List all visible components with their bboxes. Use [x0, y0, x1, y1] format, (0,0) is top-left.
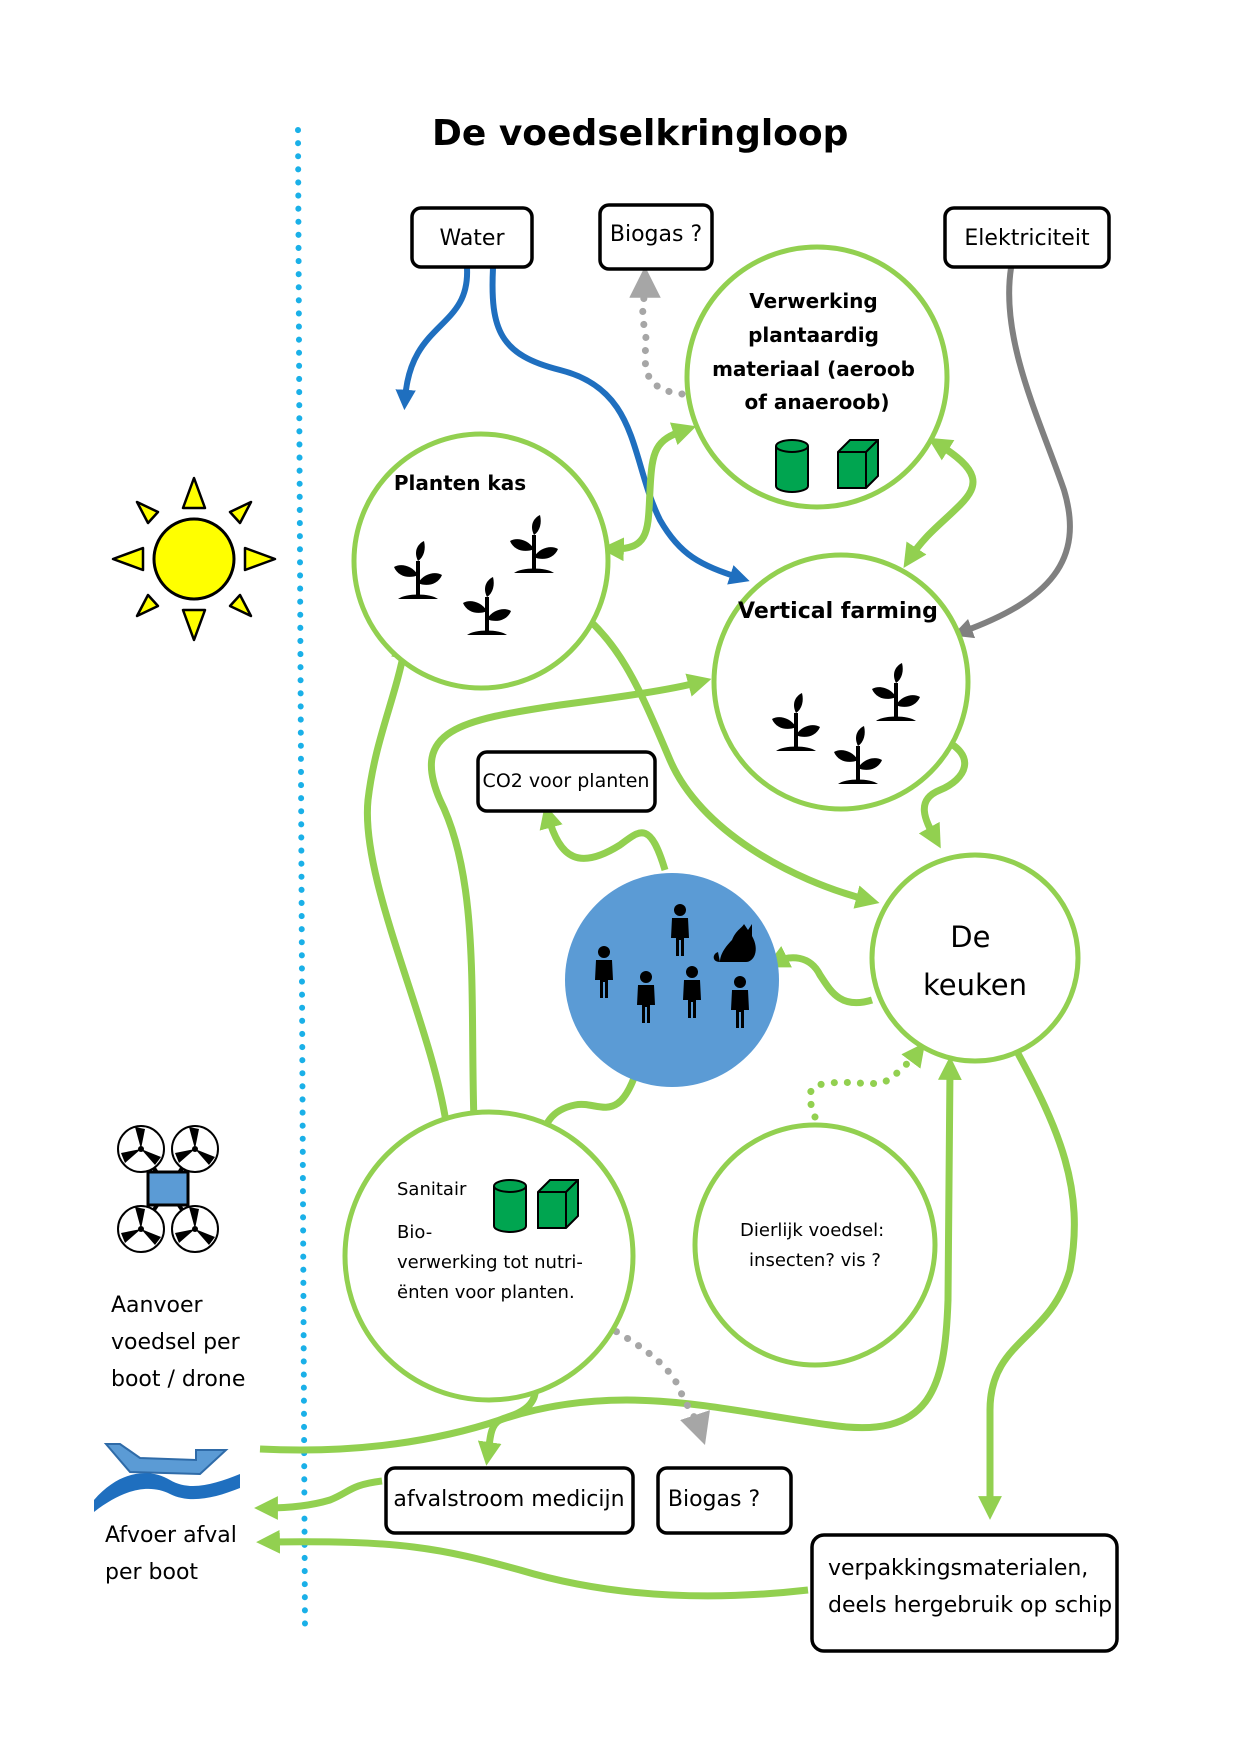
water-box: Water	[410, 206, 534, 269]
people-node	[565, 873, 779, 1087]
sanitair-description: Bio- verwerking tot nutri- ënten voor pl…	[397, 1222, 589, 1303]
co2-label: CO2 voor planten	[483, 770, 650, 792]
elektriciteit-box: Elektriciteit	[943, 206, 1111, 269]
arrow-verwerking-vertical	[903, 437, 977, 568]
afvalstroom-medicijn-label: afvalstroom medicijn	[393, 1487, 624, 1512]
planten-kas-node: Planten kas	[351, 431, 611, 691]
arrow-kas-verwerking	[600, 422, 697, 562]
sun-icon	[111, 476, 277, 642]
verpakking-label: verpakkingsmaterialen, deels hergebruik …	[828, 1556, 1112, 1618]
sanitair-title: Sanitair	[397, 1179, 467, 1200]
arrow-sanitair-to-biogas	[601, 1321, 710, 1445]
afvalstroom-medicijn-box: afvalstroom medicijn	[384, 1466, 635, 1535]
arrow-people-to-co2	[539, 804, 669, 872]
aanvoer-label: Aanvoer voedsel per boot / drone	[111, 1293, 247, 1392]
arrow-supply-to-keuken	[259, 1056, 962, 1454]
biogas-top-label: Biogas ?	[610, 222, 702, 247]
planten-kas-label: Planten kas	[394, 471, 526, 495]
keuken-label: De keuken	[923, 920, 1027, 1002]
afvoer-label: Afvoer afval per boot	[105, 1523, 244, 1585]
vertical-farming-node: Vertical farming	[711, 552, 971, 812]
arrow-dierlijk-to-keuken	[806, 1042, 926, 1121]
vertical-farming-label: Vertical farming	[738, 599, 938, 624]
arrow-verpakking-to-afvoer	[256, 1529, 809, 1600]
arrow-keuken-to-people	[765, 946, 874, 1007]
arrow-water-to-kas	[395, 267, 471, 411]
verwerking-label: Verwerking plantaardig materiaal (aeroob…	[712, 289, 922, 414]
arrow-kas-to-keuken	[569, 603, 880, 909]
arrow-verwerking-to-biogas	[629, 266, 686, 398]
arrow-electricity-to-vertical	[952, 267, 1073, 639]
biogas-bottom-box: Biogas ?	[656, 1466, 793, 1535]
arrow-vertical-to-keuken	[918, 734, 968, 849]
verwerking-node: Verwerking plantaardig materiaal (aeroob…	[684, 244, 950, 510]
water-label: Water	[439, 226, 505, 251]
drone-icon	[117, 1125, 219, 1253]
arrow-medicijn-to-afvoer	[254, 1477, 383, 1520]
arrow-sanitair-to-kas	[363, 635, 450, 1123]
co2-box: CO2 voor planten	[476, 750, 657, 813]
boundary-line	[295, 127, 308, 1633]
arrow-keuken-to-verpakking	[978, 1046, 1078, 1520]
elektriciteit-label: Elektriciteit	[964, 226, 1090, 251]
people-icon	[595, 904, 756, 1028]
sanitair-node: Sanitair Bio- verwerking tot nutri- ënte…	[342, 1109, 636, 1403]
boat-icon	[94, 1443, 240, 1512]
arrow-sanitair-to-vertical	[427, 673, 712, 1123]
dierlijk-voedsel-node: Dierlijk voedsel: insecten? vis ?	[692, 1122, 938, 1368]
dierlijk-voedsel-label: Dierlijk voedsel: insecten? vis ?	[740, 1220, 890, 1271]
biogas-bottom-label: Biogas ?	[668, 1487, 760, 1512]
verpakking-box: verpakkingsmaterialen, deels hergebruik …	[810, 1533, 1119, 1653]
biogas-top-box: Biogas ?	[598, 203, 714, 271]
page-title: De voedselkringloop	[432, 113, 848, 154]
keuken-node: De keuken	[869, 852, 1081, 1064]
